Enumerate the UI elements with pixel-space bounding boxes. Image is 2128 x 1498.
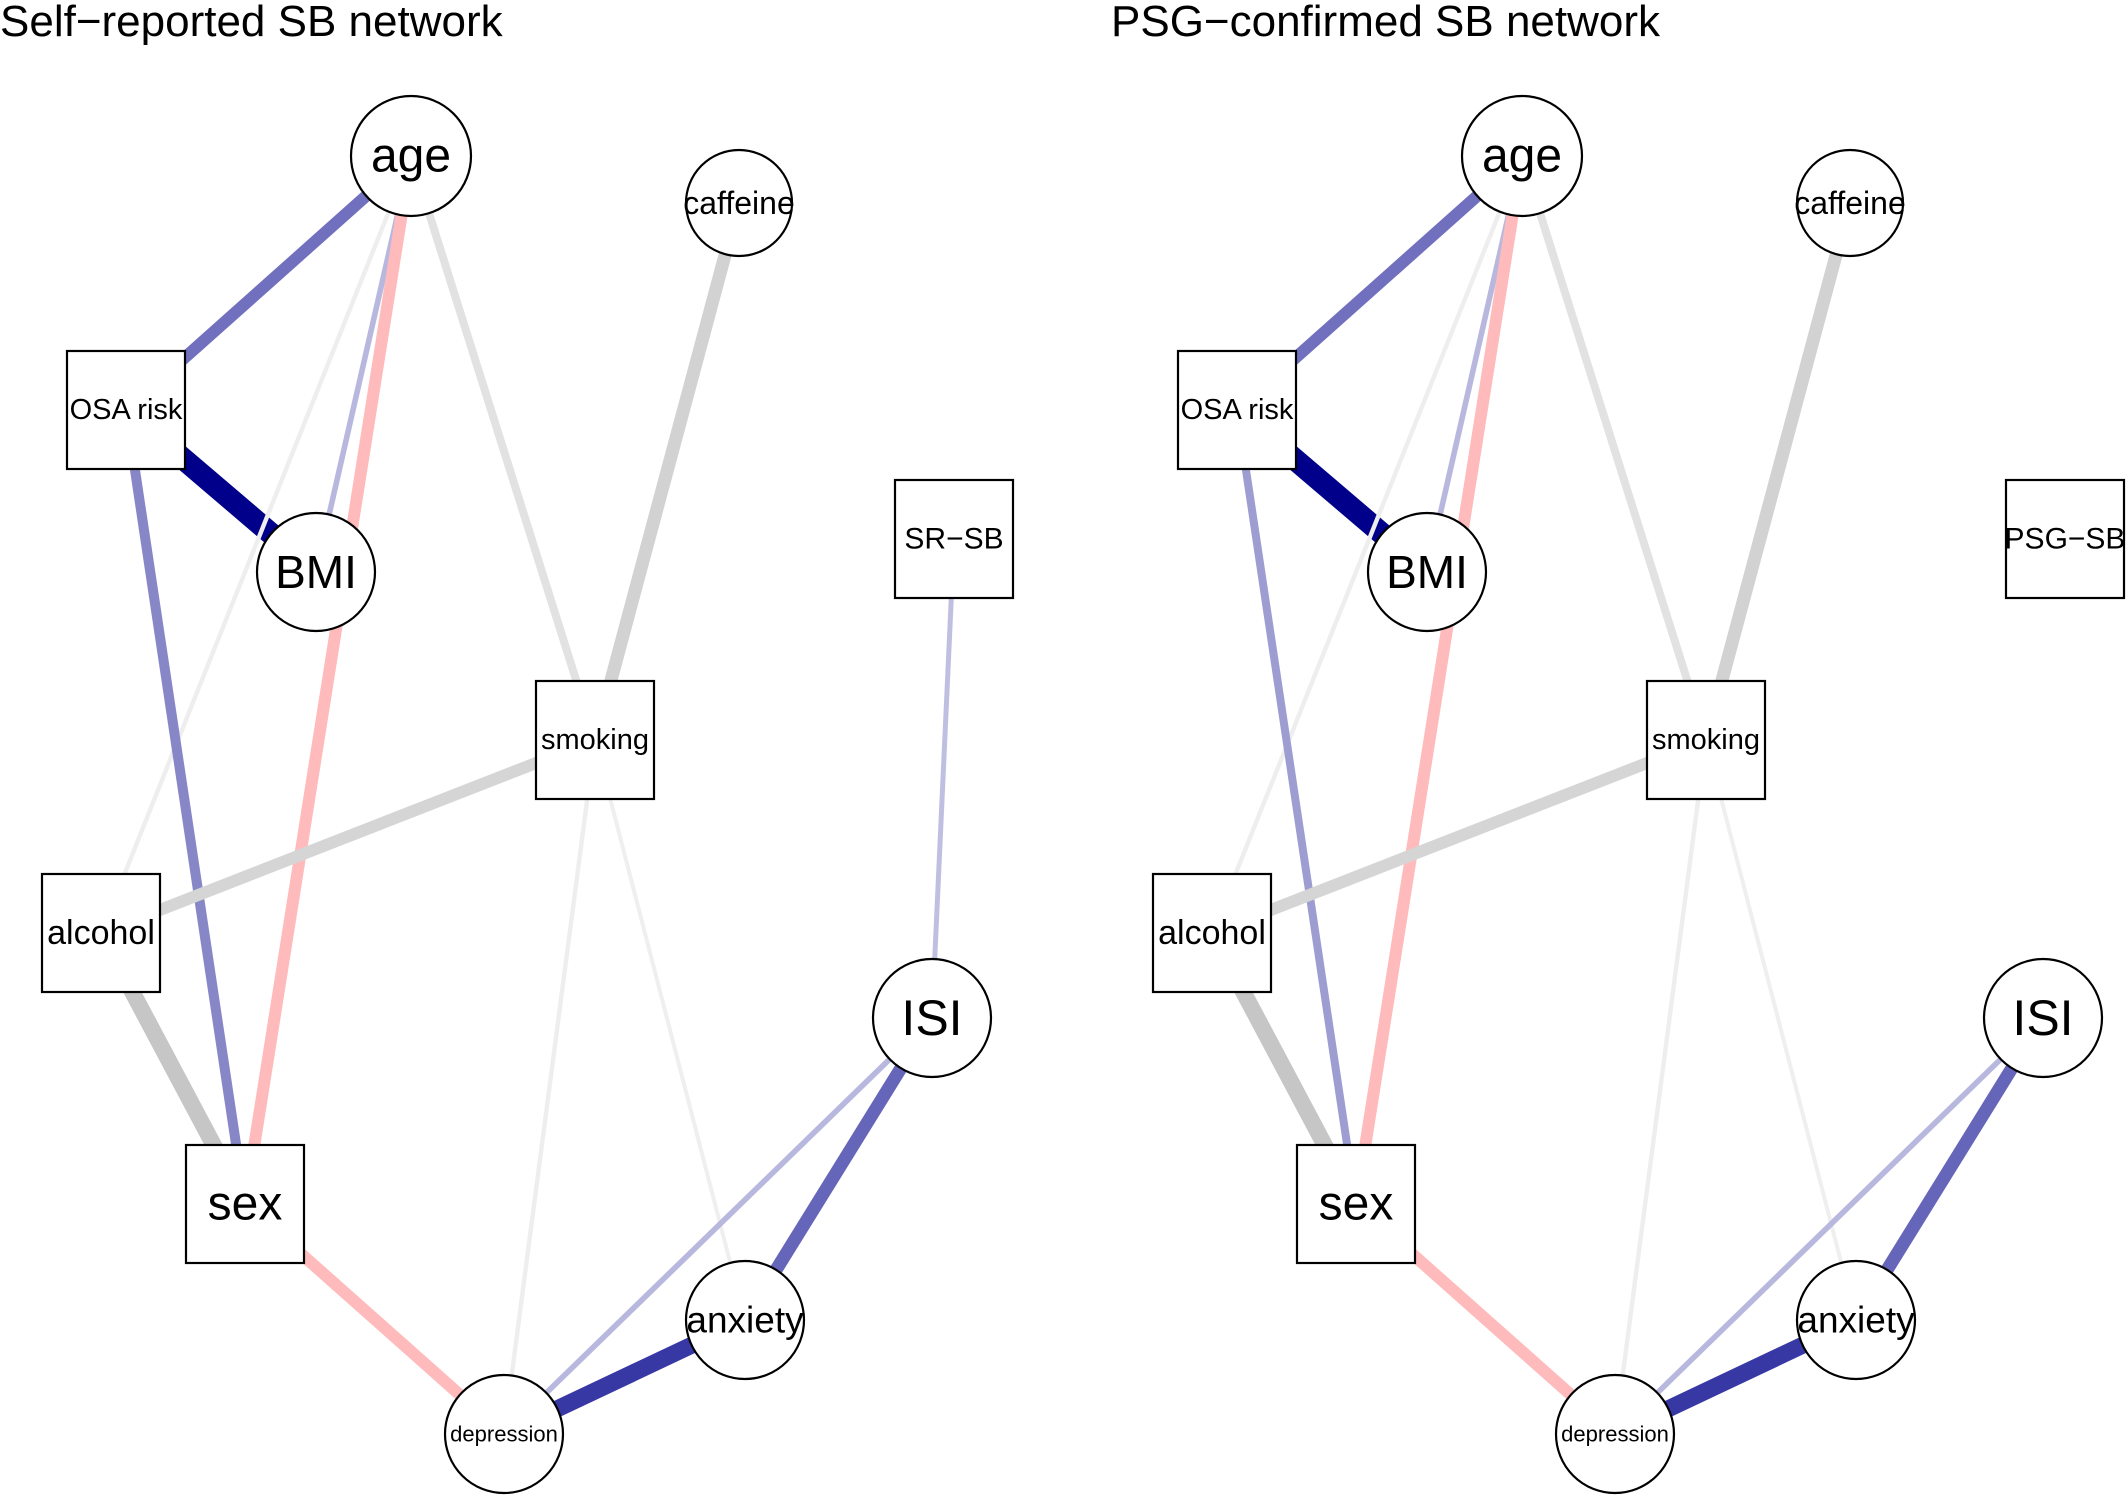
node-depression-circle xyxy=(1554,1373,1676,1495)
node-isi-circle xyxy=(1982,957,2104,1079)
node-depression: depression xyxy=(1554,1373,1676,1495)
node-isi-label: ISI xyxy=(2012,990,2073,1046)
node-sex: sex xyxy=(1295,1143,1417,1265)
node-alcohol: alcohol xyxy=(40,872,162,994)
node-osa: OSA risk xyxy=(1176,349,1298,471)
node-anxiety: anxiety xyxy=(1795,1259,1917,1381)
node-bmi-circle xyxy=(1366,511,1488,633)
node-smoking-label: smoking xyxy=(1652,724,1760,756)
node-alcohol-label: alcohol xyxy=(1158,914,1266,952)
node-sex-label: sex xyxy=(1319,1178,1394,1231)
node-osa: OSA risk xyxy=(65,349,187,471)
node-age: age xyxy=(349,94,473,218)
node-caffeine: caffeine xyxy=(1794,148,1906,258)
node-depression-label: depression xyxy=(1561,1422,1669,1447)
node-osa-square xyxy=(1176,349,1298,471)
node-bmi: BMI xyxy=(1366,511,1488,633)
node-osa-label: OSA risk xyxy=(70,394,183,426)
node-caffeine-circle xyxy=(1795,148,1905,258)
edge-smoking-alcohol xyxy=(1209,734,1709,939)
edge-smoking-depression xyxy=(501,739,598,1435)
node-age-circle xyxy=(349,94,473,218)
node-anxiety-circle xyxy=(1795,1259,1917,1381)
node-alcohol-square xyxy=(40,872,162,994)
node-caffeine: caffeine xyxy=(683,148,795,258)
node-depression: depression xyxy=(443,1373,565,1495)
node-sb-square xyxy=(2004,478,2126,600)
edge-osa-sex xyxy=(1233,409,1360,1205)
edge-caffeine-smoking xyxy=(1699,201,1857,742)
node-sex: sex xyxy=(184,1143,306,1265)
node-isi-circle xyxy=(871,957,993,1079)
panel-title: Self−reported SB network xyxy=(0,0,504,46)
edge-isi-depression xyxy=(1613,1015,2045,1437)
node-anxiety: anxiety xyxy=(684,1259,806,1381)
node-bmi-label: BMI xyxy=(275,546,357,598)
node-alcohol: alcohol xyxy=(1151,872,1273,994)
node-smoking: smoking xyxy=(534,679,656,801)
node-bmi: BMI xyxy=(255,511,377,633)
edge-age-alcohol xyxy=(98,155,414,934)
panel-title: PSG−confirmed SB network xyxy=(1111,0,1661,46)
node-anxiety-circle xyxy=(684,1259,806,1381)
node-caffeine-label: caffeine xyxy=(1794,185,1906,221)
node-caffeine-label: caffeine xyxy=(683,185,795,221)
node-sb: SR−SB xyxy=(893,478,1015,600)
node-alcohol-label: alcohol xyxy=(47,914,155,952)
node-smoking: smoking xyxy=(1645,679,1767,801)
edge-age-smoking xyxy=(407,154,599,742)
panel-psg-confirmed: PSG−confirmed SB network age caffeineOSA … xyxy=(1111,0,2126,1495)
node-sex-label: sex xyxy=(208,1178,283,1231)
node-smoking-label: smoking xyxy=(541,724,649,756)
node-bmi-label: BMI xyxy=(1386,546,1468,598)
node-age-circle xyxy=(1460,94,1584,218)
edge-age-sex xyxy=(1350,155,1528,1205)
panel-self-reported: Self−reported SB network age caffeineOSA … xyxy=(0,0,1015,1495)
node-sb-label: PSG−SB xyxy=(2005,523,2126,556)
node-osa-label: OSA risk xyxy=(1181,394,1294,426)
node-sb-square xyxy=(893,478,1015,600)
edge-osa-sex xyxy=(121,409,250,1205)
edge-age-sex xyxy=(239,155,417,1205)
node-sb: PSG−SB xyxy=(2004,478,2126,600)
node-smoking-square xyxy=(534,679,656,801)
edge-smoking-anxiety xyxy=(593,739,747,1321)
node-anxiety-label: anxiety xyxy=(686,1300,804,1341)
edge-age-smoking xyxy=(1518,154,1710,742)
node-age-label: age xyxy=(371,130,451,183)
node-isi-label: ISI xyxy=(901,990,962,1046)
node-depression-circle xyxy=(443,1373,565,1495)
edge-caffeine-smoking xyxy=(588,201,746,742)
node-sex-square xyxy=(1295,1143,1417,1265)
node-age-label: age xyxy=(1482,130,1562,183)
node-sb-label: SR−SB xyxy=(904,523,1003,556)
node-osa-square xyxy=(65,349,187,471)
edge-smoking-depression xyxy=(1612,739,1709,1435)
node-isi: ISI xyxy=(1982,957,2104,1079)
edge-sb-isi xyxy=(929,538,957,1019)
node-caffeine-circle xyxy=(684,148,794,258)
node-smoking-square xyxy=(1645,679,1767,801)
edge-smoking-alcohol xyxy=(98,734,598,939)
edge-isi-depression xyxy=(502,1015,934,1437)
node-age: age xyxy=(1460,94,1584,218)
node-isi: ISI xyxy=(871,957,993,1079)
edge-smoking-anxiety xyxy=(1704,739,1858,1321)
node-depression-label: depression xyxy=(450,1422,558,1447)
edge-age-alcohol xyxy=(1209,155,1525,934)
node-bmi-circle xyxy=(255,511,377,633)
node-anxiety-label: anxiety xyxy=(1797,1300,1915,1341)
node-alcohol-square xyxy=(1151,872,1273,994)
node-sex-square xyxy=(184,1143,306,1265)
